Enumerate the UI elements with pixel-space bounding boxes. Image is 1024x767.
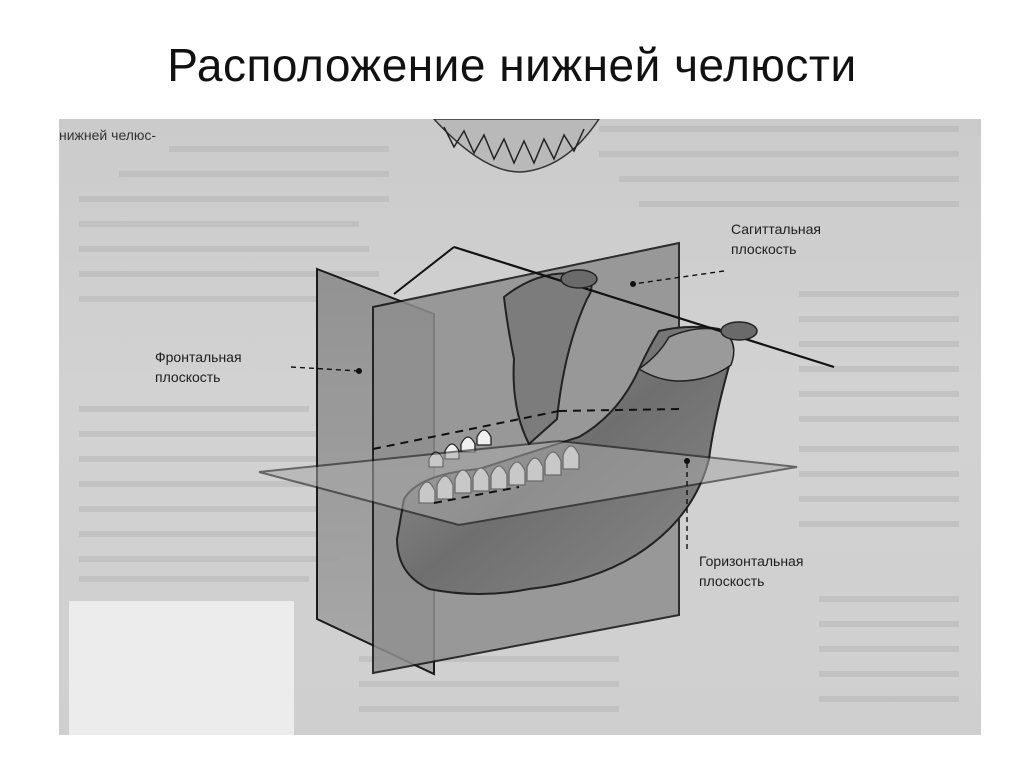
frontal-label-line-2: плоскость <box>155 369 221 385</box>
hidden-edges <box>372 408 680 504</box>
frontal-label-line-1: Фронтальная <box>155 349 242 365</box>
sagittal-label-line-2: плоскость <box>731 241 797 257</box>
sagittal-axis-overhang <box>393 246 455 295</box>
upper-teeth-fragment <box>432 119 600 173</box>
paper-sheet <box>69 601 294 735</box>
horizontal-plane <box>258 439 798 527</box>
leader-lines <box>290 270 725 549</box>
condyle-right <box>720 321 758 341</box>
slide-title: Расположение нижней челюсти <box>167 39 857 91</box>
leader-dot-horizontal <box>684 458 690 464</box>
mandible-planes-diagram <box>69 119 959 735</box>
horizontal-plane-label: Горизонтальная плоскость <box>699 551 803 591</box>
sagittal-plane-label: Сагиттальная плоскость <box>731 219 821 259</box>
leader-dot-frontal <box>356 368 362 374</box>
mandible-right-ramus <box>637 327 735 382</box>
corner-text-fragment: нижней челюс- <box>59 127 157 143</box>
horizontal-label-line-1: Горизонтальная <box>699 553 804 569</box>
sagittal-label-line-1: Сагиттальная <box>731 221 821 237</box>
textbook-photo: нижней челюс- Сагиттальная плоскость Фро… <box>59 119 981 735</box>
background-text-lines <box>79 126 959 712</box>
horizontal-label-line-2: плоскость <box>699 573 765 589</box>
condyle-left <box>560 269 598 289</box>
sagittal-axis-line <box>453 245 835 369</box>
leader-dot-sagittal <box>630 281 636 287</box>
frontal-plane-label: Фронтальная плоскость <box>155 347 242 387</box>
